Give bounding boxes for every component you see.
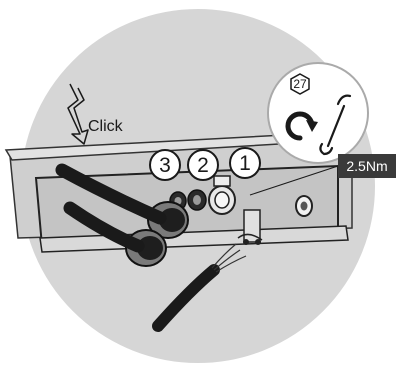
svg-text:3: 3 [159, 154, 171, 177]
side-screw-icon [296, 196, 312, 216]
tool-size-label: 27 [293, 77, 307, 91]
gland-number-1: 1 [230, 148, 260, 178]
svg-text:1: 1 [239, 152, 251, 175]
svg-text:2: 2 [197, 154, 209, 177]
gland-number-2: 2 [188, 150, 218, 180]
gland-number-3: 3 [150, 150, 180, 180]
torque-badge: 2.5Nm [338, 154, 396, 178]
click-label: Click [88, 118, 124, 135]
tool-inset: 27 [268, 63, 368, 163]
cable-gland-2 [188, 190, 206, 210]
